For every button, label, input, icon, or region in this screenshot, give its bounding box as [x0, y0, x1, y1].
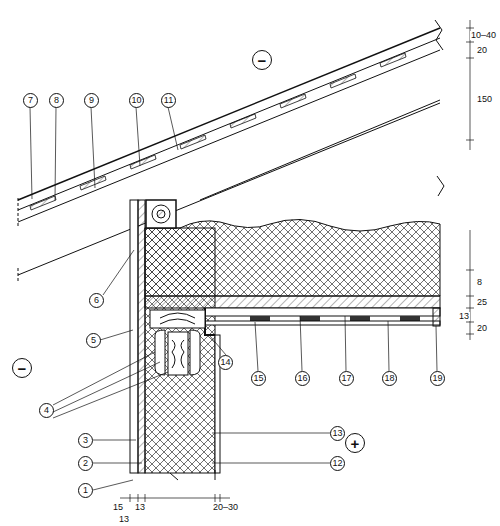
- dimension: 150: [476, 95, 493, 104]
- sign: +: [345, 433, 365, 453]
- callout-number: 17: [339, 371, 354, 386]
- callout-number: 9: [84, 93, 99, 108]
- callout-number: 15: [251, 371, 266, 386]
- dimension: 20: [476, 46, 488, 55]
- callout-number: 13: [330, 426, 345, 441]
- dimension: 13: [458, 312, 470, 321]
- callout-number: 18: [382, 371, 397, 386]
- dimension: 20–30: [212, 503, 239, 512]
- dimension: 20: [476, 324, 488, 333]
- callout-number: 16: [295, 371, 310, 386]
- dimension: 13: [134, 503, 146, 512]
- callout-number: 2: [78, 456, 93, 471]
- callout-number: 3: [78, 433, 93, 448]
- dimension: 10–40: [470, 31, 497, 40]
- callout-number: 10: [129, 93, 144, 108]
- callout-number: 19: [430, 371, 445, 386]
- callout-number: 11: [161, 93, 176, 108]
- dimension: 13: [118, 515, 130, 524]
- callout-number: 4: [39, 403, 54, 418]
- callout-number: 7: [23, 93, 38, 108]
- callout-number: 5: [86, 333, 101, 348]
- callout-number: 8: [49, 93, 64, 108]
- dimension: 25: [476, 298, 488, 307]
- dimension: 15: [112, 503, 124, 512]
- sign: −: [252, 50, 272, 70]
- sign: −: [12, 358, 32, 378]
- callout-number: 14: [218, 355, 233, 370]
- dimension: 8: [476, 278, 483, 287]
- callout-number: 12: [330, 456, 345, 471]
- callout-number: 1: [78, 483, 93, 498]
- callout-number: 6: [89, 293, 104, 308]
